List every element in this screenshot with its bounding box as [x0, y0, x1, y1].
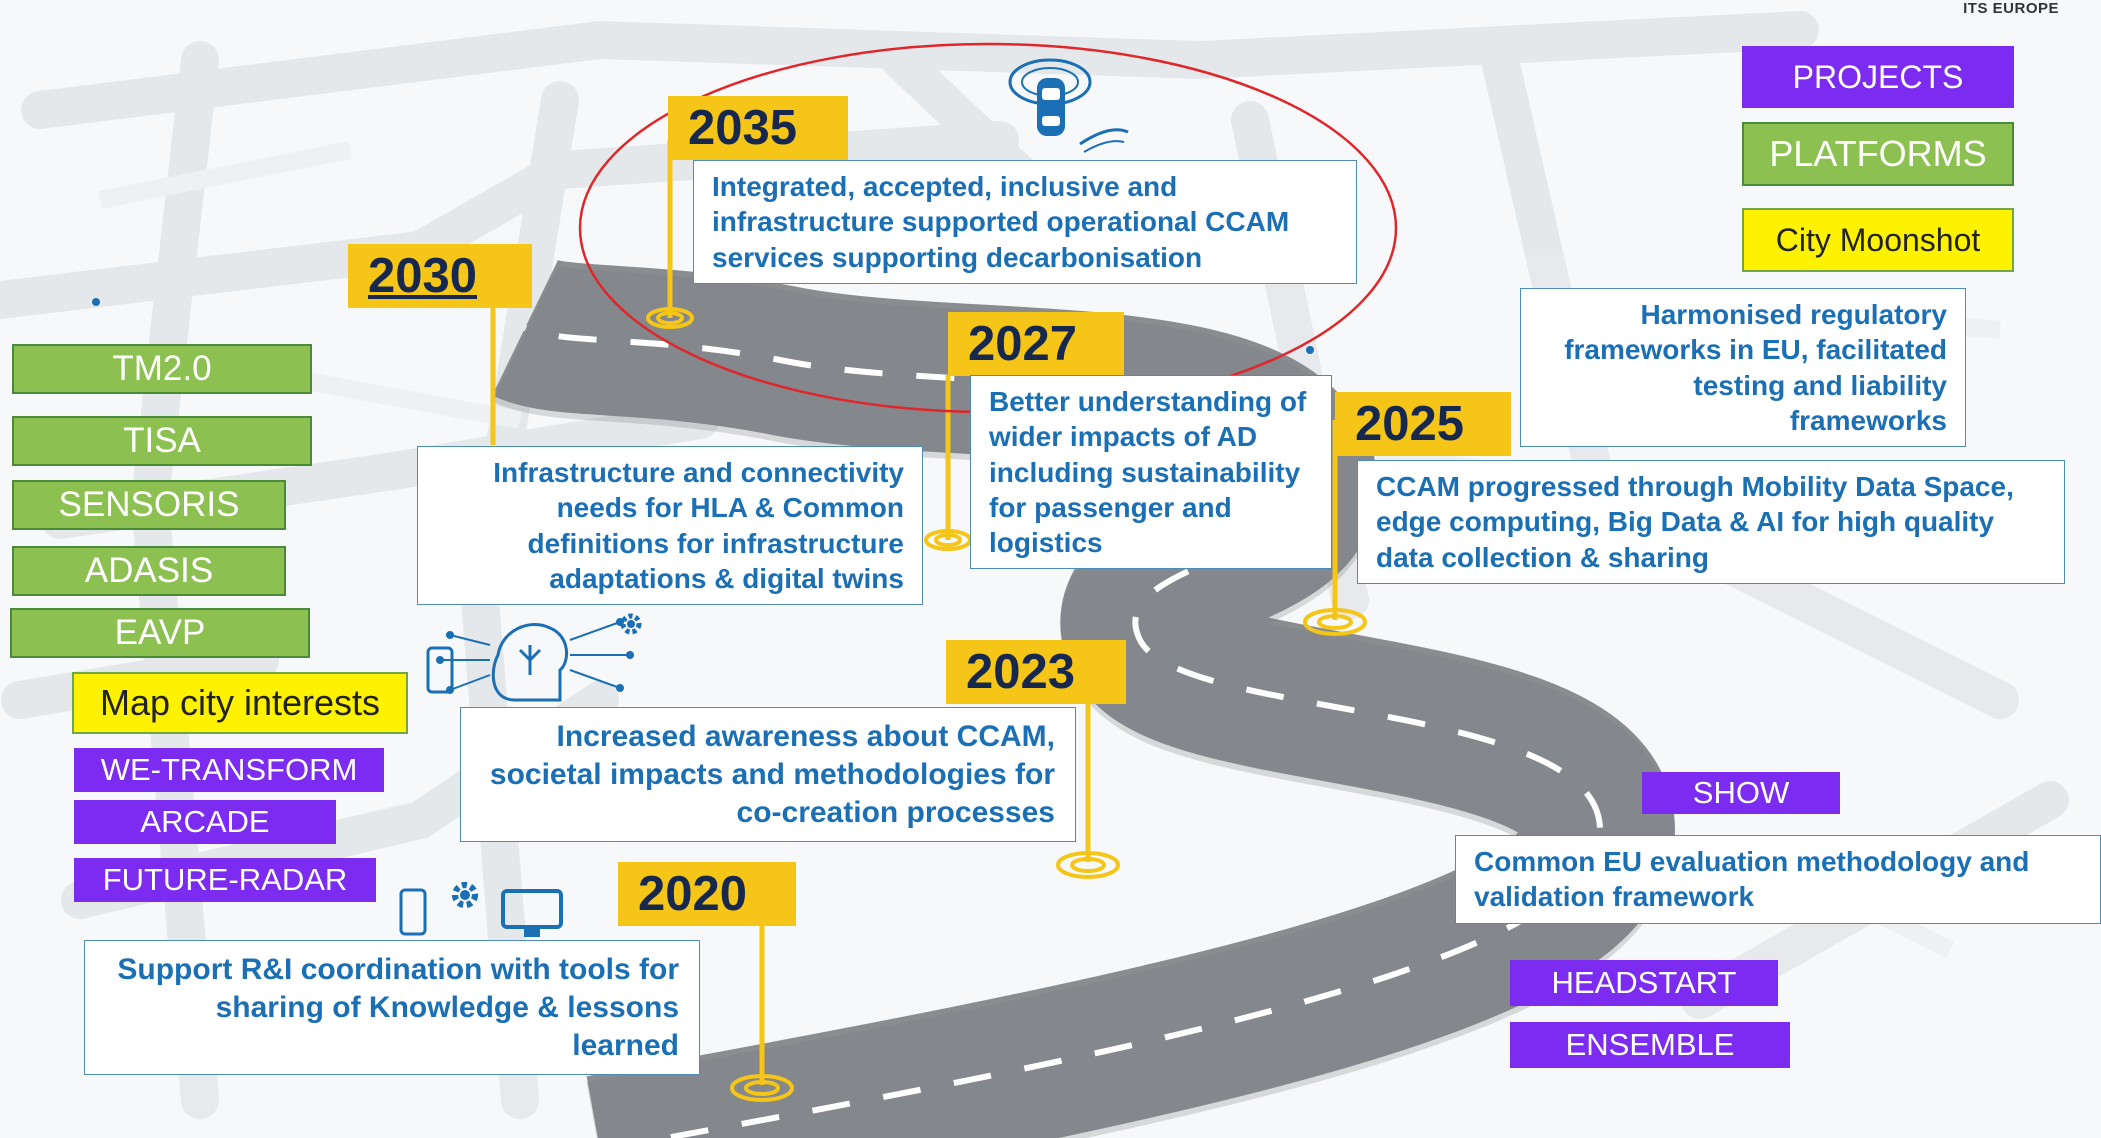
- gear-icon: [451, 881, 479, 909]
- project-tag-ensemble: ENSEMBLE: [1510, 1022, 1790, 1068]
- platform-tag-tm20: TM2.0: [12, 344, 312, 394]
- evaluation-methodology-note: Common EU evaluation methodology and val…: [1455, 835, 2101, 924]
- ai-head-icon: [436, 618, 634, 702]
- year-2027-flag: 2027: [948, 312, 1124, 376]
- milestone-2025-description: CCAM progressed through Mobility Data Sp…: [1357, 460, 2065, 584]
- brand-logo-text: ITS EUROPE: [1963, 0, 2059, 17]
- project-tag-show: SHOW: [1642, 772, 1840, 814]
- year-2023-flag: 2023: [946, 640, 1126, 704]
- project-tag-arcade: ARCADE: [74, 800, 336, 844]
- year-2030-flag: 2030: [348, 244, 532, 308]
- year-2035-flag: 2035: [668, 96, 848, 160]
- milestone-2023-description: Increased awareness about CCAM, societal…: [460, 707, 1076, 843]
- project-tag-headstart: HEADSTART: [1510, 960, 1778, 1006]
- monitor-icon: [501, 889, 563, 937]
- platform-tag-adasis: ADASIS: [12, 546, 286, 596]
- smartphone-icon: [426, 646, 454, 694]
- project-tag-we-transform: WE-TRANSFORM: [74, 748, 384, 792]
- year-2025-flag: 2025: [1335, 392, 1511, 456]
- milestone-2030-description: Infrastructure and connectivity needs fo…: [417, 446, 923, 606]
- platform-tag-sensoris: SENSORIS: [12, 480, 286, 530]
- gear-icon: [620, 613, 642, 635]
- city-tag-map-city-interests: Map city interests: [72, 672, 408, 734]
- milestone-2035-description: Integrated, accepted, inclusive and infr…: [693, 160, 1357, 284]
- project-tag-future-radar: FUTURE-RADAR: [74, 858, 376, 902]
- autonomous-car-icon: [1008, 58, 1129, 153]
- platform-tag-eavp: EAVP: [10, 608, 310, 658]
- milestone-2020-description: Support R&I coordination with tools for …: [84, 940, 700, 1076]
- legend-projects: PROJECTS: [1742, 46, 2014, 108]
- regulatory-frameworks-note: Harmonised regulatory frameworks in EU, …: [1520, 288, 1966, 448]
- milestone-2027-description: Better understanding of wider impacts of…: [970, 375, 1332, 570]
- legend-platforms: PLATFORMS: [1742, 122, 2014, 186]
- smartphone-icon: [399, 888, 427, 936]
- platform-tag-tisa: TISA: [12, 416, 312, 466]
- year-2020-flag: 2020: [618, 862, 796, 926]
- legend-city-moonshot: City Moonshot: [1742, 208, 2014, 272]
